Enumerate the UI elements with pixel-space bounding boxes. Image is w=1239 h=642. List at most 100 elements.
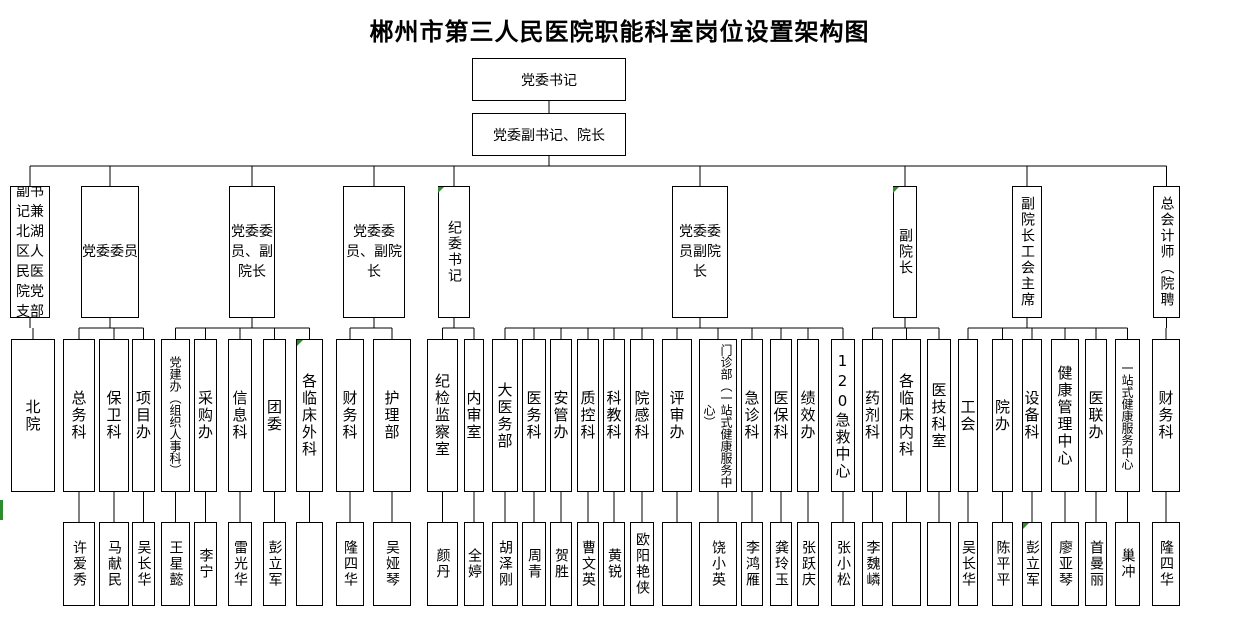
person-box-5-10: 张跃庆 (797, 522, 819, 606)
dept-box-3-0-label: 财务科 (340, 390, 359, 441)
person-box-5-11-label: 张小松 (835, 540, 851, 588)
person-box-5-4: 黄锐 (603, 522, 625, 606)
dept-box-8-0: 财务科 (1152, 339, 1180, 492)
dept-box-7-5-label: 一站式健康服务中心 (1120, 361, 1134, 470)
cell-marker (297, 340, 303, 346)
manager-box-5-label: 党委委员副院长 (679, 224, 721, 280)
person-box-3-0: 隆四华 (336, 522, 364, 606)
person-box-2-2: 雷光华 (228, 522, 252, 606)
manager-box-2-label: 党委委员、副院长 (231, 224, 273, 280)
manager-box-1-label: 党委委员 (82, 244, 138, 260)
dept-box-2-3-label: 团委 (265, 398, 283, 433)
person-box-5-8: 李鸿雁 (741, 522, 763, 606)
dept-box-4-1: 内审室 (464, 339, 484, 492)
manager-box-5: 党委委员副院长 (672, 186, 728, 318)
dept-box-7-2-label: 设备科 (1022, 390, 1041, 441)
dept-box-5-3: 质控科 (577, 339, 599, 492)
person-box-7-5-label: 巢冲 (1119, 548, 1136, 580)
person-box-7-1: 陈平平 (992, 522, 1013, 606)
dept-box-6-0: 药剂科 (862, 339, 883, 492)
manager-box-0: 党委副书记兼北湖区人民医院党支部书记 (10, 186, 50, 318)
person-box-2-2-label: 雷光华 (232, 540, 248, 588)
person-box-4-1: 全婷 (464, 522, 484, 606)
dept-box-7-2: 设备科 (1022, 339, 1042, 492)
person-box-5-0-label: 胡泽刚 (497, 540, 513, 588)
dept-box-2-4: 各临床外科 (296, 339, 323, 492)
person-box-6-2 (927, 522, 951, 606)
person-box-2-3: 彭立军 (263, 522, 286, 606)
dept-box-5-2-label: 安管办 (551, 390, 570, 441)
dept-box-1-2-label: 项目办 (134, 390, 152, 441)
dept-box-7-1-label: 院办 (993, 398, 1011, 433)
dept-box-5-0-label: 大医务部 (495, 381, 514, 450)
person-box-5-7: 饶小英 (699, 522, 737, 606)
dept-box-6-1-label: 各临床内科 (897, 373, 915, 458)
manager-box-3: 党委委员、副院长 (343, 186, 405, 318)
top-box-secretary: 党委书记 (472, 58, 626, 101)
person-box-5-2: 贺胜 (550, 522, 572, 606)
top-box-deputy: 党委副书记、院长 (472, 113, 626, 156)
dept-box-5-7: 门诊部（一站式健康服务中心） (699, 339, 737, 492)
cell-marker (1023, 523, 1029, 529)
person-box-7-3: 廖亚琴 (1051, 522, 1079, 606)
person-box-7-0-label: 吴长华 (960, 540, 976, 588)
dept-box-3-1-label: 护理部 (382, 390, 401, 441)
dept-box-5-11: 120急救中心 (831, 339, 855, 492)
person-box-7-1-label: 陈平平 (994, 540, 1011, 588)
dept-box-7-4-label: 医联办 (1086, 390, 1105, 441)
person-box-5-3-label: 曹文英 (580, 540, 596, 588)
person-box-5-9: 龚玲玉 (770, 522, 792, 606)
person-box-5-1: 周青 (522, 522, 546, 606)
dept-box-4-1-label: 内审室 (464, 390, 483, 441)
dept-box-5-4: 科教科 (603, 339, 625, 492)
person-box-2-0: 王星懿 (161, 522, 190, 606)
dept-box-2-2-label: 信息科 (230, 390, 249, 441)
dept-box-1-1: 保卫科 (99, 339, 129, 492)
dept-box-2-1-label: 采购办 (196, 390, 214, 441)
person-box-3-1: 吴娅琴 (373, 522, 411, 606)
person-box-1-0-label: 许爱秀 (71, 540, 87, 588)
person-box-7-2-label: 彭立军 (1024, 540, 1040, 588)
manager-box-4-label: 纪委书记 (446, 220, 462, 284)
manager-box-3-label: 党委委员、副院长 (346, 224, 402, 280)
dept-box-6-2: 医技科室 (927, 339, 951, 492)
dept-box-5-3-label: 质控科 (578, 390, 597, 441)
person-box-7-4-label: 首曼丽 (1088, 540, 1104, 588)
person-box-2-1-label: 李宁 (197, 548, 214, 580)
top-box-deputy-label: 党委副书记、院长 (493, 127, 605, 144)
person-box-1-1: 马献民 (99, 522, 129, 606)
dept-box-7-4: 医联办 (1085, 339, 1107, 492)
dept-box-5-4-label: 科教科 (604, 390, 623, 441)
dept-box-7-1: 院办 (992, 339, 1013, 492)
dept-box-5-8-label: 急诊科 (742, 390, 761, 441)
person-box-5-5: 欧阳艳侠 (630, 522, 654, 606)
dept-box-6-0-label: 药剂科 (863, 390, 881, 441)
dept-box-5-6: 评审办 (662, 339, 692, 492)
dept-box-1-0: 总务科 (63, 339, 95, 492)
dept-box-6-2-label: 医技科室 (929, 381, 948, 450)
cell-marker (893, 187, 899, 193)
dept-box-2-0: 党建办（组织人事科） (161, 339, 190, 492)
manager-box-1: 党委委员 (81, 186, 139, 318)
dept-box-5-1: 医务科 (522, 339, 546, 492)
person-box-3-0-label: 隆四华 (342, 540, 358, 588)
manager-box-7-label: 副院长工会主席 (1019, 196, 1035, 308)
top-box-secretary-label: 党委书记 (521, 72, 577, 89)
person-box-8-0: 隆四华 (1152, 522, 1180, 606)
person-box-7-5: 巢冲 (1115, 522, 1140, 606)
sheet-edge-marker (0, 500, 3, 520)
person-box-1-0: 许爱秀 (63, 522, 95, 606)
person-box-4-0: 颜丹 (427, 522, 458, 606)
dept-box-5-11-label: 120急救中心 (833, 351, 852, 480)
person-box-6-1 (892, 522, 921, 606)
person-box-5-11: 张小松 (831, 522, 855, 606)
dept-box-5-10: 绩效办 (797, 339, 819, 492)
dept-box-1-2: 项目办 (132, 339, 155, 492)
dept-box-3-1: 护理部 (373, 339, 411, 492)
manager-box-8: 总会计师（院聘 (1153, 186, 1180, 318)
dept-box-5-5-label: 院感科 (632, 390, 651, 441)
person-box-4-1-label: 全婷 (466, 548, 482, 580)
person-box-1-2-label: 吴长华 (135, 540, 152, 588)
dept-box-5-10-label: 绩效办 (798, 390, 817, 441)
